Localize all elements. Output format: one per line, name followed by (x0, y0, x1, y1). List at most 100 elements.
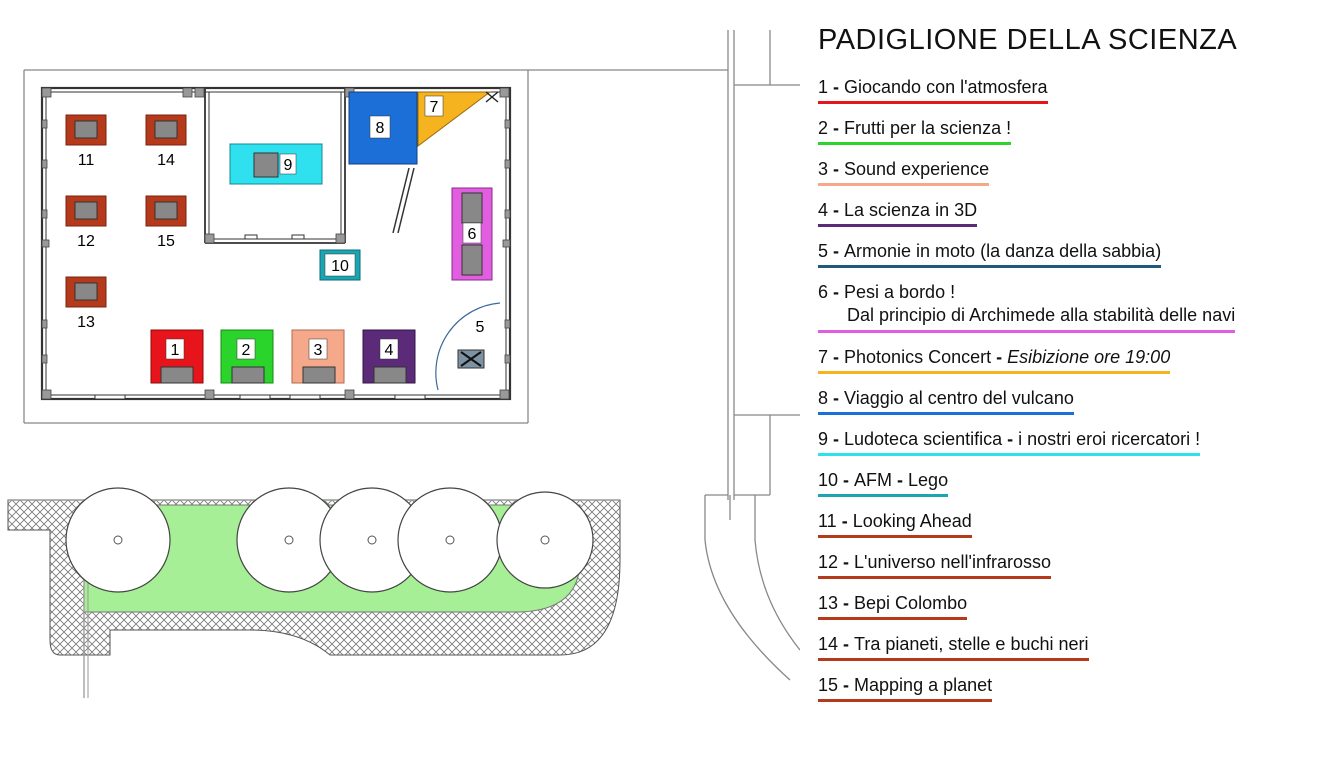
windows (94, 234, 426, 400)
label-9: 9 (284, 157, 293, 174)
label-6: 6 (468, 226, 477, 243)
label-1: 1 (171, 342, 180, 359)
legend-text: Tra pianeti, stelle e buchi neri (854, 634, 1089, 654)
label-8: 8 (376, 120, 385, 137)
station-7: 7 (417, 91, 499, 147)
legend-separator: - (838, 634, 855, 654)
legend-separator: - (838, 593, 855, 613)
legend-separator: - (838, 552, 855, 572)
floor-plan: 11 14 12 15 13 1 (7, 30, 800, 698)
legend-item-15: 15 - Mapping a planet (818, 674, 993, 702)
bottom-stations: 1 2 3 4 (150, 329, 416, 384)
legend-row: 4 - La scienza in 3D (818, 199, 1318, 240)
legend-item-1: 1 - Giocando con l'atmosfera (818, 76, 1048, 104)
legend-row: 10 - AFM - Lego (818, 469, 1318, 510)
legend-text: Giocando con l'atmosfera (844, 77, 1048, 97)
label-2: 2 (242, 342, 251, 359)
legend-text: La scienza in 3D (844, 200, 978, 220)
legend-separator: - (828, 77, 845, 97)
label-12: 12 (77, 233, 95, 250)
legend-item-8: 8 - Viaggio al centro del vulcano (818, 387, 1074, 415)
legend-text: AFM (854, 470, 893, 490)
legend-text: Sound experience (844, 159, 990, 179)
legend-separator: - (828, 282, 845, 302)
station-15: 15 (145, 195, 187, 250)
legend-number: 8 (818, 388, 829, 408)
label-15: 15 (157, 233, 175, 250)
station-10: 10 (319, 249, 361, 281)
legend-text: Viaggio al centro del vulcano (844, 388, 1074, 408)
label-14: 14 (157, 152, 175, 169)
legend-subtext: i nostri eroi ricercatori ! (1018, 429, 1201, 449)
legend-separator: - (828, 118, 845, 138)
legend-item-14: 14 - Tra pianeti, stelle e buchi neri (818, 633, 1089, 661)
legend-row: 11 - Looking Ahead (818, 510, 1318, 551)
legend-number: 3 (818, 159, 829, 179)
station-2: 2 (220, 329, 274, 384)
legend-row: 7 - Photonics Concert - Esibizione ore 1… (818, 346, 1318, 387)
label-3: 3 (314, 342, 323, 359)
legend-text: Photonics Concert (844, 347, 992, 367)
legend-row: 12 - L'universo nell'infrarosso (818, 551, 1318, 592)
legend-separator: - (828, 200, 845, 220)
legend-item-5: 5 - Armonie in moto (la danza della sabb… (818, 240, 1162, 268)
legend-row: 3 - Sound experience (818, 158, 1318, 199)
legend-row: 5 - Armonie in moto (la danza della sabb… (818, 240, 1318, 281)
station-14: 14 (145, 114, 187, 169)
legend-item-3: 3 - Sound experience (818, 158, 990, 186)
legend-text: Bepi Colombo (854, 593, 968, 613)
legend-item-13: 13 - Bepi Colombo (818, 592, 968, 620)
legend-number: 6 (818, 282, 829, 302)
legend-separator: - (828, 347, 845, 367)
legend-subtext: Esibizione ore 19:00 (1007, 347, 1171, 367)
station-11: 11 (65, 114, 107, 169)
station-6: 6 (451, 187, 493, 281)
legend-text: Ludoteca scientifica (844, 429, 1003, 449)
legend-row: 6 - Pesi a bordo ! Dal principio di Archi… (818, 281, 1318, 346)
station-13: 13 (65, 276, 107, 331)
legend-separator: - (991, 347, 1008, 367)
legend-number: 12 (818, 552, 839, 572)
legend-row: 1 - Giocando con l'atmosfera (818, 76, 1318, 117)
legend: PADIGLIONE DELLA SCIENZA 1 - Giocando co… (818, 22, 1318, 715)
legend-number: 11 (818, 511, 837, 531)
station-8: 8 (348, 91, 418, 165)
legend-separator: - (838, 675, 855, 695)
legend-separator: - (838, 470, 855, 490)
label-5: 5 (476, 319, 485, 336)
legend-row: 14 - Tra pianeti, stelle e buchi neri (818, 633, 1318, 674)
station-3: 3 (291, 329, 345, 384)
site-outline (23, 30, 800, 681)
legend-separator: - (828, 159, 845, 179)
legend-second-line: Dal principio di Archimede alla stabilit… (847, 305, 1236, 325)
legend-separator: - (836, 511, 853, 531)
legend-item-10: 10 - AFM - Lego (818, 469, 949, 497)
label-7: 7 (430, 99, 439, 116)
brick-stations: 11 14 12 15 13 (65, 114, 187, 331)
legend-number: 14 (818, 634, 839, 654)
pavilion-walls (40, 86, 512, 401)
legend-row: 2 - Frutti per la scienza ! (818, 117, 1318, 158)
legend-separator: - (828, 388, 845, 408)
legend-item-2: 2 - Frutti per la scienza ! (818, 117, 1012, 145)
legend-text: Pesi a bordo ! (844, 282, 956, 302)
legend-item-12: 12 - L'universo nell'infrarosso (818, 551, 1052, 579)
legend-separator: - (828, 429, 845, 449)
legend-title: PADIGLIONE DELLA SCIENZA (818, 24, 1238, 56)
legend-separator: - (892, 470, 909, 490)
legend-text: L'universo nell'infrarosso (854, 552, 1052, 572)
legend-item-7: 7 - Photonics Concert - Esibizione ore 1… (818, 346, 1171, 374)
legend-number: 13 (818, 593, 839, 613)
legend-number: 15 (818, 675, 839, 695)
station-9: 9 (229, 143, 323, 185)
legend-row: 15 - Mapping a planet (818, 674, 1318, 715)
legend-row: 8 - Viaggio al centro del vulcano (818, 387, 1318, 428)
legend-separator: - (828, 241, 845, 261)
legend-number: 2 (818, 118, 829, 138)
legend-number: 10 (818, 470, 839, 490)
legend-item-6: 6 - Pesi a bordo ! Dal principio di Archi… (818, 281, 1236, 333)
legend-number: 1 (818, 77, 829, 97)
legend-text: Mapping a planet (854, 675, 993, 695)
legend-item-4: 4 - La scienza in 3D (818, 199, 978, 227)
legend-item-9: 9 - Ludoteca scientifica - i nostri eroi… (818, 428, 1201, 456)
